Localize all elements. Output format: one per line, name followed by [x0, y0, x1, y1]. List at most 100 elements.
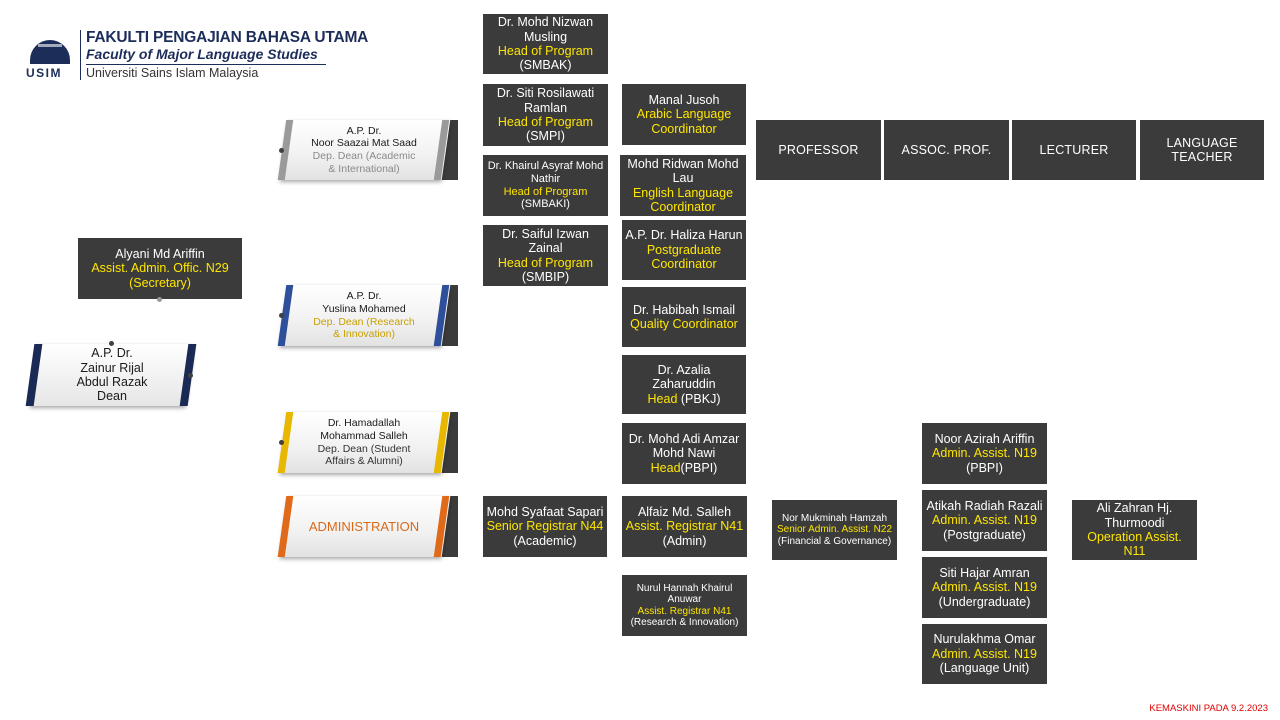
- staff-role: Operation Assist. N11: [1087, 530, 1182, 559]
- staff-role: Admin. Assist. N19: [932, 580, 1037, 595]
- coordinator-name: Mohd Ridwan Mohd Lau: [627, 156, 739, 186]
- unit-code: (PBKJ): [680, 391, 721, 406]
- column-language-teacher: LANGUAGE TEACHER: [1140, 120, 1264, 180]
- unit-head-box: Dr. Mohd Adi Amzar Mohd Nawi Head(PBPI): [622, 423, 746, 484]
- coordinator-name: Manal Jusoh: [648, 92, 720, 107]
- staff-role: Admin. Assist. N19: [932, 646, 1037, 661]
- coordinator-role: English Language Coordinator: [632, 185, 734, 214]
- senior-admin-assist-box: Nor Mukminah Hamzah Senior Admin. Assist…: [772, 500, 897, 560]
- deputy-role-cont: Affairs & Alumni): [325, 455, 403, 468]
- assist-registrar-research-box: Nurul Hannah Khairul Anuwar Assist. Regi…: [622, 575, 747, 636]
- deputy-title: A.P. Dr.: [346, 124, 382, 137]
- deputy-title: A.P. Dr.: [346, 290, 382, 303]
- faculty-title-malay: FAKULTI PENGAJIAN BAHASA UTAMA: [86, 29, 369, 46]
- program-head-name: Dr. Saiful Izwan Zainal: [502, 226, 589, 256]
- program-head-role: Head of Program: [503, 185, 588, 198]
- program-head-box: Dr. Siti Rosilawati Ramlan Head of Progr…: [483, 84, 608, 146]
- coordinator-role: Postgraduate Coordinator: [646, 242, 722, 272]
- secretary-role: Assist. Admin. Offic. N29: [91, 261, 229, 276]
- staff-name: Noor Azirah Ariffin: [934, 431, 1035, 446]
- staff-unit: (Academic): [513, 533, 577, 548]
- dean-card: A.P. Dr. Zainur Rijal Abdul Razak Dean: [25, 344, 197, 406]
- staff-role: Assist. Registrar N41: [625, 519, 744, 534]
- secretary-note: (Secretary): [129, 275, 191, 290]
- admin-assistant-box: Atikah Radiah Razali Admin. Assist. N19 …: [922, 490, 1047, 551]
- dean-role: Dean: [97, 389, 127, 404]
- staff-unit: (Admin): [662, 533, 707, 548]
- deputy-role-cont: & International): [328, 162, 400, 175]
- staff-name: Mohd Syafaat Sapari: [486, 504, 604, 519]
- coordinator-box: Mohd Ridwan Mohd Lau English Language Co…: [620, 155, 746, 216]
- coordinator-role: Arabic Language Coordinator: [636, 107, 732, 136]
- staff-name: Alfaiz Md. Salleh: [637, 504, 732, 519]
- staff-role: Senior Admin. Assist. N22: [776, 524, 893, 536]
- senior-registrar-box: Mohd Syafaat Sapari Senior Registrar N44…: [483, 496, 607, 557]
- staff-unit: (Undergraduate): [938, 594, 1031, 609]
- program-head-role: Head of Program: [497, 255, 594, 270]
- deputy-card-academic: A.P. Dr. Noor Saazai Mat Saad Dep. Dean …: [277, 120, 458, 180]
- admin-assistant-box: Siti Hajar Amran Admin. Assist. N19 (Und…: [922, 557, 1047, 618]
- staff-unit: (PBPI): [966, 460, 1003, 475]
- staff-name: Siti Hajar Amran: [939, 565, 1030, 580]
- usim-logo: USIM: [24, 26, 76, 80]
- usim-emblem-icon: [30, 40, 70, 64]
- program-head-box: Dr. Saiful Izwan Zainal Head of Program …: [483, 225, 608, 286]
- deputy-role: Dep. Dean (Research: [313, 315, 415, 328]
- staff-unit: (Language Unit): [939, 661, 1030, 676]
- dean-name-line1: Zainur Rijal: [80, 360, 144, 375]
- staff-unit: (Financial & Governance): [777, 535, 892, 547]
- unit-head-role: Head: [650, 460, 681, 475]
- connector-dot: [279, 440, 284, 445]
- connector-dot: [279, 313, 284, 318]
- deputy-card-student-affairs: Dr. Hamadallah Mohammad Salleh Dep. Dean…: [277, 412, 458, 473]
- program-code: SMBAKI: [524, 198, 567, 211]
- administration-card: ADMINISTRATION: [277, 496, 458, 557]
- connector-dot: [157, 297, 162, 302]
- last-updated-note: KEMASKINI PADA 9.2.2023: [1149, 703, 1268, 714]
- coordinator-box: Dr. Habibah Ismail Quality Coordinator: [622, 287, 746, 347]
- administration-label: ADMINISTRATION: [308, 518, 420, 534]
- program-head-box: Dr. Khairul Asyraf Mohd Nathir Head of P…: [483, 155, 608, 216]
- column-professor: PROFESSOR: [756, 120, 881, 180]
- program-head-name: Dr. Khairul Asyraf Mohd Nathir: [487, 160, 604, 185]
- usim-logo-text: USIM: [26, 66, 62, 80]
- staff-unit: (Research & Innovation): [630, 617, 739, 628]
- connector-dot: [279, 148, 284, 153]
- logo-divider: [80, 30, 81, 80]
- staff-name: Nor Mukminah Hamzah: [781, 512, 888, 524]
- secretary-name: Alyani Md Ariffin: [115, 246, 205, 261]
- program-head-role: Head of Program: [497, 44, 594, 58]
- unit-head-box: Dr. Azalia Zaharuddin Head (PBKJ): [622, 355, 746, 414]
- dean-name-line2: Abdul Razak: [76, 375, 148, 389]
- staff-unit: (Postgraduate): [943, 527, 1026, 542]
- program-head-box: Dr. Mohd Nizwan Musling Head of Program …: [483, 14, 608, 74]
- column-lecturer: LECTURER: [1012, 120, 1136, 180]
- staff-name: Nurul Hannah Khairul Anuwar: [636, 582, 733, 606]
- unit-head-name: Dr. Azalia Zaharuddin: [652, 362, 716, 392]
- admin-assistant-box: Noor Azirah Ariffin Admin. Assist. N19 (…: [922, 423, 1047, 484]
- deputy-name-line1: Dr. Hamadallah: [327, 417, 401, 430]
- deputy-role-cont: & Innovation): [333, 328, 395, 341]
- university-name: Universiti Sains Islam Malaysia: [86, 66, 259, 80]
- admin-assistant-box: Nurulakhma Omar Admin. Assist. N19 (Lang…: [922, 624, 1047, 684]
- logo-underline: [86, 64, 326, 65]
- coordinator-name: A.P. Dr. Haliza Harun: [625, 228, 743, 243]
- program-head-name: Dr. Siti Rosilawati Ramlan: [496, 86, 595, 115]
- coordinator-box: A.P. Dr. Haliza Harun Postgraduate Coord…: [622, 220, 746, 280]
- staff-role: Assist. Registrar N41: [637, 605, 732, 617]
- deputy-card-research: A.P. Dr. Yuslina Mohamed Dep. Dean (Rese…: [277, 285, 458, 346]
- faculty-title-english: Faculty of Major Language Studies: [86, 46, 318, 62]
- staff-role: Senior Registrar N44: [486, 519, 604, 534]
- operation-assistant-box: Ali Zahran Hj. Thurmoodi Operation Assis…: [1072, 500, 1197, 560]
- coordinator-name: Dr. Habibah Ismail: [632, 302, 736, 317]
- deputy-name: Yuslina Mohamed: [322, 302, 406, 315]
- connector-dot: [109, 341, 114, 346]
- staff-role: Admin. Assist. N19: [932, 446, 1037, 461]
- connector-dot: [188, 373, 193, 378]
- deputy-name-line2: Mohammad Salleh: [320, 429, 408, 442]
- secretary-box: Alyani Md Ariffin Assist. Admin. Offic. …: [78, 238, 242, 299]
- deputy-role: Dep. Dean (Academic: [312, 150, 416, 162]
- deputy-name: Noor Saazai Mat Saad: [311, 137, 417, 150]
- deputy-role: Dep. Dean (Student: [317, 442, 411, 455]
- staff-role: Admin. Assist. N19: [932, 513, 1037, 528]
